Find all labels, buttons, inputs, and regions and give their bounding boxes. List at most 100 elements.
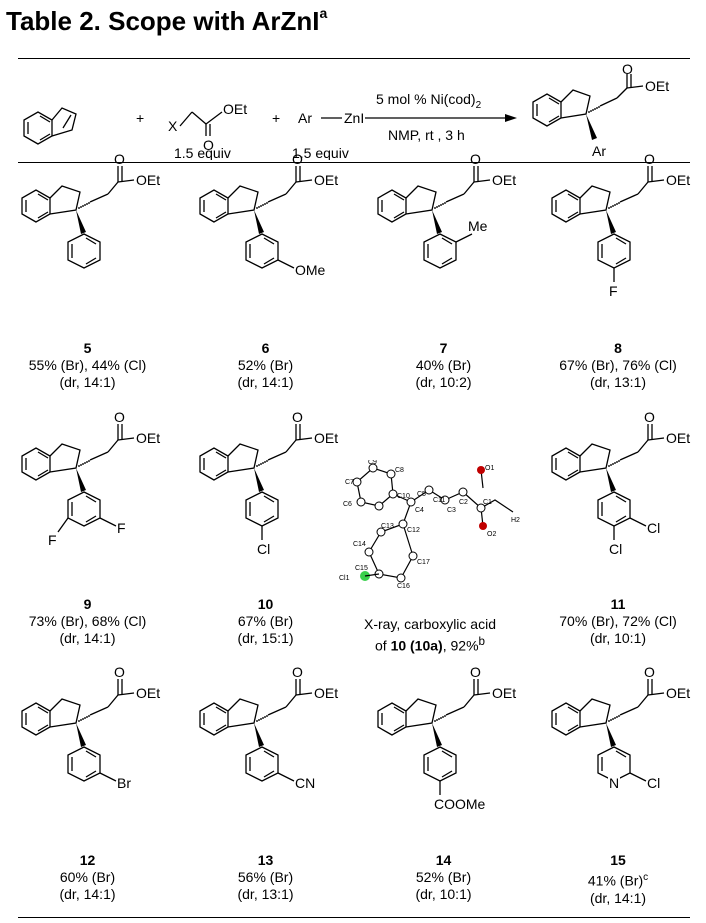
dr-text: (dr, 13:1) [237, 886, 294, 902]
condition-solvent: NMP, rt , 3 h [388, 127, 465, 143]
ethoxy-label: OEt [314, 685, 338, 701]
svg-text:O: O [622, 61, 633, 77]
substituent-label: COOMe [434, 796, 486, 812]
structure-15: O OEt N Cl [551, 664, 690, 791]
dr-text: (dr, 13:1) [589, 374, 647, 390]
svg-text:C8: C8 [395, 467, 404, 474]
ethoxy-label: OEt [492, 172, 516, 188]
carbonyl-o: O [292, 664, 303, 680]
condition-catalyst: 5 mol % Ni(cod)2 [376, 91, 482, 111]
top-rule [18, 58, 690, 59]
ethoxy-label: OEt [136, 685, 160, 701]
svg-text:ZnI: ZnI [344, 110, 364, 126]
svg-text:H2: H2 [511, 517, 520, 524]
structure-12: O OEt Br [21, 664, 160, 791]
yield-text: 40% (Br) [415, 357, 472, 373]
ethoxy-label: OEt [314, 430, 338, 446]
bottom-rule [18, 917, 690, 918]
svg-text:O1: O1 [485, 465, 494, 472]
structure-6: O OEt OMe [199, 151, 338, 278]
svg-text:+: + [136, 110, 144, 126]
ethoxy-label: OEt [314, 172, 338, 188]
substituent-label: Cl [647, 775, 660, 791]
structure-11: O OEt Cl Cl [551, 409, 690, 557]
carbonyl-o: O [114, 151, 125, 167]
svg-text:C9: C9 [368, 460, 377, 466]
svg-text:C12: C12 [407, 527, 420, 534]
compound-number: 14 [435, 852, 452, 868]
svg-text:O: O [203, 137, 214, 153]
dr-text: (dr, 10:1) [589, 630, 647, 646]
svg-text:C10: C10 [397, 493, 410, 500]
carbonyl-o: O [114, 409, 125, 425]
table-title: Table 2. Scope with ArZnIa [6, 5, 328, 36]
svg-text:C5: C5 [417, 491, 426, 498]
svg-text:C17: C17 [417, 559, 430, 566]
compound-number: 6 [261, 340, 270, 356]
yield-text: 70% (Br), 72% (Cl) [559, 613, 677, 629]
svg-text:C3: C3 [447, 507, 456, 514]
dr-text: (dr, 14:1) [59, 630, 116, 646]
ethoxy-label: OEt [492, 685, 516, 701]
compound-number: 10 [257, 596, 274, 612]
carbonyl-o: O [114, 664, 125, 680]
svg-text:C6: C6 [343, 501, 352, 508]
structure-8: O OEt F [551, 151, 690, 299]
substituent-label: Me [468, 218, 488, 234]
arzni-equiv: 1.5 equiv [292, 145, 349, 160]
compound-number: 15 [610, 852, 626, 868]
substituent-label: F [609, 283, 618, 299]
carbonyl-o: O [644, 664, 655, 680]
substituent-label-2: Cl [609, 541, 622, 557]
substituent-label: Cl [257, 541, 270, 557]
svg-text:Cl1: Cl1 [339, 575, 350, 582]
dr-text: (dr, 14:1) [237, 374, 294, 390]
reaction-scheme: + + X OEt O Ar ZnI 1.5 equiv 1.5 equiv 5… [23, 61, 669, 160]
svg-text:+: + [272, 110, 280, 126]
yield-text: 73% (Br), 68% (Cl) [28, 613, 147, 629]
svg-text:Ar: Ar [592, 143, 606, 159]
yield-text: 60% (Br) [59, 869, 116, 885]
svg-text:C11: C11 [433, 497, 445, 504]
carbonyl-o: O [470, 664, 481, 680]
substituent-label: Br [117, 775, 131, 791]
carbonyl-o: O [292, 151, 303, 167]
compound-number: 11 [610, 596, 626, 612]
substituent-label: OMe [295, 262, 326, 278]
dr-text: (dr, 15:1) [237, 630, 294, 646]
svg-text:OEt: OEt [645, 78, 669, 94]
compound-number: 13 [257, 852, 274, 868]
compound-number: 7 [439, 340, 448, 356]
svg-text:C13: C13 [381, 523, 394, 530]
structure-10: O OEt Cl [199, 409, 338, 557]
structure-14: O OEt COOMe [377, 664, 516, 812]
yield-text: 52% (Br) [415, 869, 472, 885]
carbonyl-o: O [644, 409, 655, 425]
compound-number: 5 [83, 340, 92, 356]
ethoxy-label: OEt [136, 172, 160, 188]
svg-text:C7: C7 [345, 479, 354, 486]
svg-text:C2: C2 [459, 499, 468, 506]
leaving-group-label: X [168, 118, 178, 134]
svg-text:Ar: Ar [298, 110, 312, 126]
svg-text:C16: C16 [397, 583, 410, 590]
dr-text: (dr, 10:1) [415, 886, 472, 902]
xray-caption: X-ray, carboxylic acid of 10 (10a), 92%b [363, 616, 496, 654]
ethoxy-label: OEt [136, 430, 160, 446]
compound-number: 9 [83, 596, 92, 612]
structure-9: O OEt F F [21, 409, 160, 548]
yield-text: 52% (Br) [237, 357, 294, 373]
substituent-label: F [117, 520, 126, 536]
ring-nitrogen: N [609, 775, 619, 791]
